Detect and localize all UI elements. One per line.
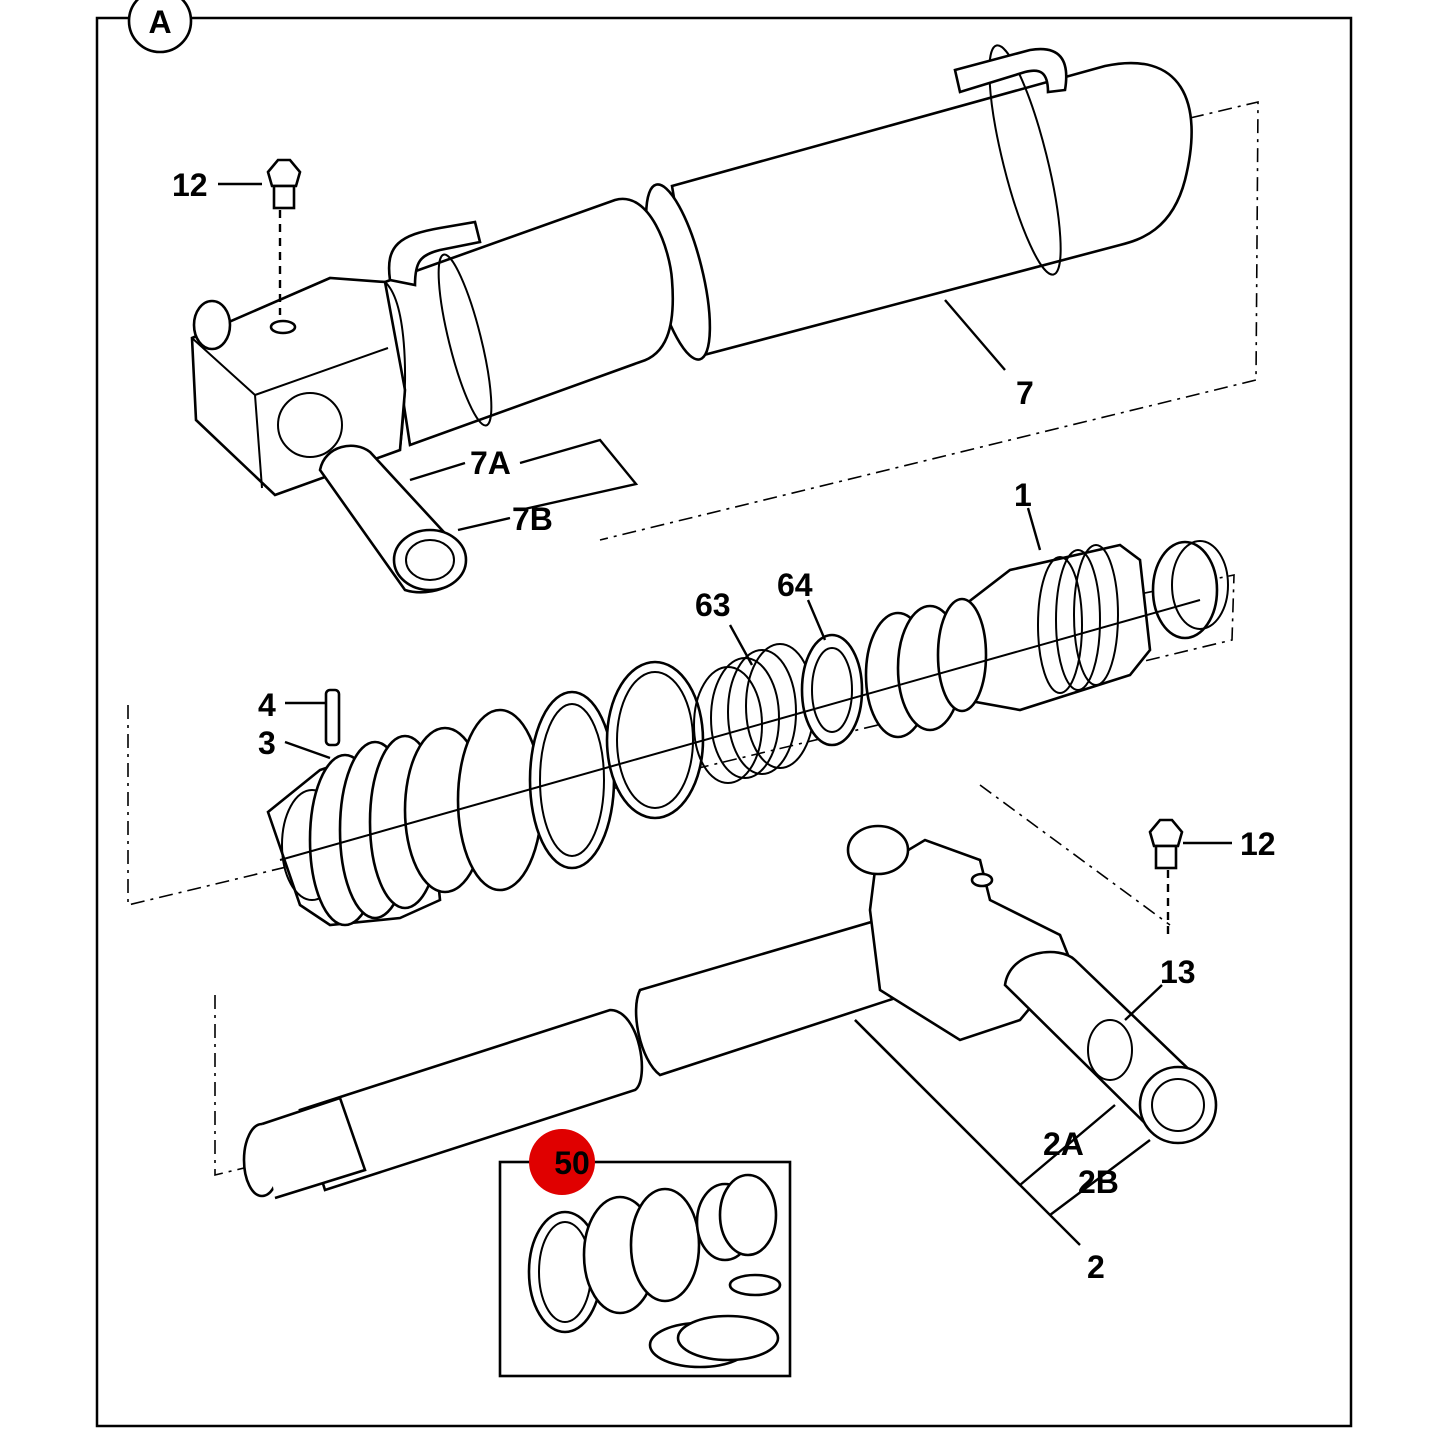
piston xyxy=(936,540,1229,713)
view-label-marker: A xyxy=(127,0,193,54)
callout-12-top: 12 xyxy=(172,167,208,203)
cylinder-barrel xyxy=(190,44,1259,594)
callout-4: 4 xyxy=(258,687,276,723)
seal-kit-box xyxy=(498,1160,792,1378)
callout-7: 7 xyxy=(1016,375,1034,411)
piston-seal-set xyxy=(127,540,1235,927)
piston-rod xyxy=(214,784,1218,1200)
callout-1: 1 xyxy=(1014,477,1032,513)
callout-50-marker: 50 xyxy=(529,1129,595,1195)
callout-64: 64 xyxy=(777,567,813,603)
view-label: A xyxy=(148,4,171,40)
callout-7b: 7B xyxy=(512,501,553,537)
grease-nipple-right xyxy=(1148,818,1184,935)
callout-50: 50 xyxy=(554,1145,590,1181)
callout-12-right: 12 xyxy=(1240,826,1276,862)
callout-63: 63 xyxy=(695,587,731,623)
diagram-frame xyxy=(95,16,1353,1428)
grease-nipple-top xyxy=(266,158,302,315)
callout-2: 2 xyxy=(1087,1249,1105,1285)
leader-lines xyxy=(218,182,1232,1246)
callout-13: 13 xyxy=(1160,954,1196,990)
callout-3: 3 xyxy=(258,725,276,761)
callout-2a: 2A xyxy=(1043,1126,1084,1162)
callout-7a: 7A xyxy=(470,445,511,481)
callout-2b: 2B xyxy=(1078,1164,1119,1200)
